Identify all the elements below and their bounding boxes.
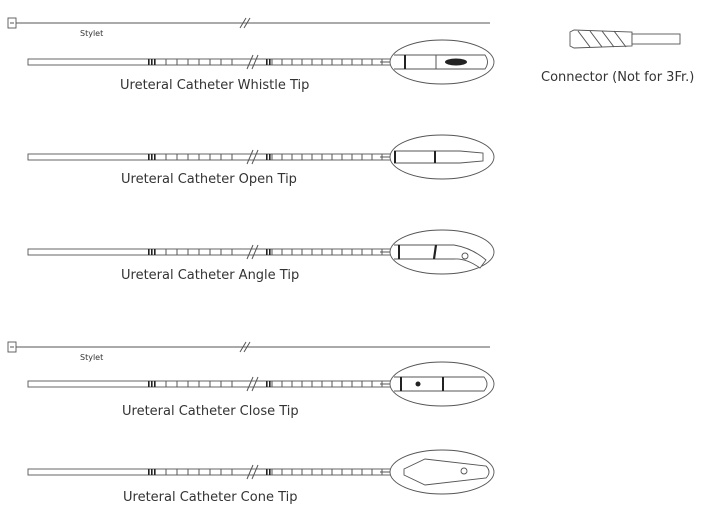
- stylet-top: Stylet: [7, 17, 490, 38]
- stylet-bottom: Stylet: [7, 341, 490, 362]
- connector: Connector (Not for 3Fr.): [541, 29, 694, 85]
- catheter-label: Ureteral Catheter Whistle Tip: [120, 78, 309, 93]
- catheter-label: Ureteral Catheter Cone Tip: [123, 490, 297, 505]
- catheter-whistle: Ureteral Catheter Whistle Tip: [27, 39, 495, 93]
- stylet-label-bottom: Stylet: [80, 353, 103, 362]
- catheter-label: Ureteral Catheter Angle Tip: [121, 268, 299, 283]
- catheter-open: Ureteral Catheter Open Tip: [27, 134, 495, 187]
- catheter-angle: Ureteral Catheter Angle Tip: [27, 229, 495, 283]
- catheter-label: Ureteral Catheter Open Tip: [121, 172, 297, 187]
- catheter-close: Ureteral Catheter Close Tip: [27, 361, 495, 419]
- catheter-label: Ureteral Catheter Close Tip: [122, 404, 299, 419]
- connector-label: Connector (Not for 3Fr.): [541, 70, 694, 85]
- stylet-label-top: Stylet: [80, 29, 103, 38]
- catheter-cone: Ureteral Catheter Cone Tip: [27, 449, 495, 505]
